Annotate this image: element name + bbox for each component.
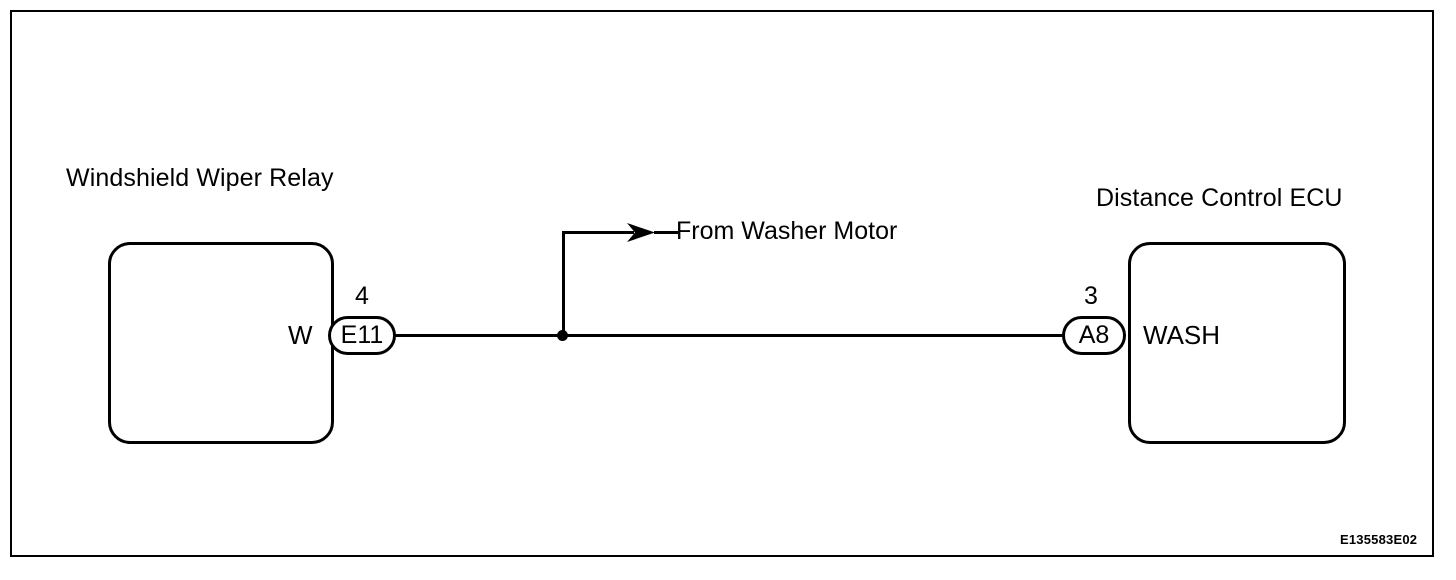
ecu-connector-oval: A8 — [1062, 316, 1126, 355]
ecu-component-title: Distance Control ECU — [1096, 184, 1343, 212]
ecu-pin-number: 3 — [1084, 282, 1098, 310]
relay-pin-number: 4 — [355, 282, 369, 310]
relay-terminal-label: W — [288, 320, 313, 350]
from-washer-motor-label: From Washer Motor — [676, 217, 898, 245]
branch-label-stub-line — [654, 231, 678, 234]
relay-component-box — [108, 242, 334, 444]
main-wire-line — [392, 334, 1066, 337]
wire-junction-dot — [557, 330, 568, 341]
branch-riser-line — [562, 231, 565, 336]
relay-component-title: Windshield Wiper Relay — [66, 164, 334, 192]
branch-lead-line — [562, 231, 634, 234]
diagram-frame — [10, 10, 1434, 557]
arrow-right-icon — [627, 223, 655, 242]
ecu-terminal-label: WASH — [1143, 320, 1221, 350]
figure-reference-code: E135583E02 — [1340, 532, 1418, 547]
relay-connector-oval: E11 — [328, 316, 396, 355]
ecu-component-box — [1128, 242, 1346, 444]
